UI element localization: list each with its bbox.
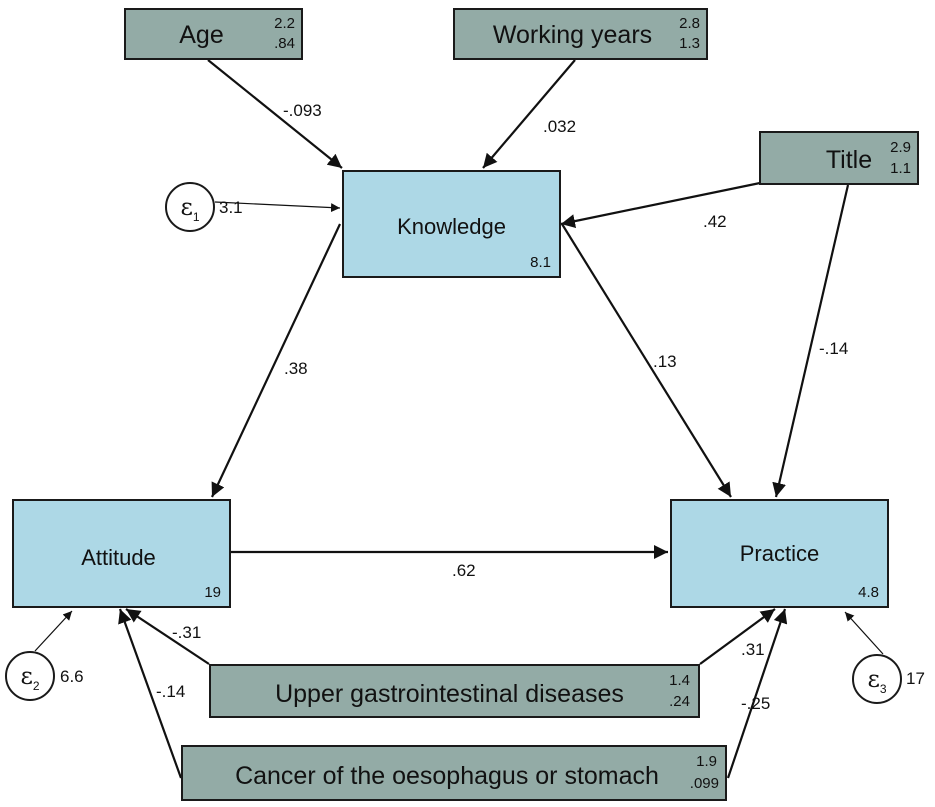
node-working-years-label: Working years — [492, 21, 653, 49]
node-age-mean: 2.2 — [274, 15, 295, 32]
node-working-years-variance: 1.3 — [679, 35, 700, 52]
arrow-upper-practice — [699, 608, 776, 665]
arrow-cancer-attitude — [118, 608, 183, 779]
node-practice: Practice 4.8 — [670, 499, 889, 608]
error-e2-variance: 6.6 — [60, 667, 84, 686]
error-e3-symbol: ε — [867, 665, 880, 693]
arrow-upper-attitude — [125, 608, 210, 665]
node-cancer-mean: 1.9 — [696, 753, 717, 770]
node-upper-gi-mean: 1.4 — [669, 672, 690, 689]
node-knowledge-label: Knowledge — [397, 214, 506, 239]
error-term-e1: ε1 — [165, 182, 215, 232]
node-title-mean: 2.9 — [890, 139, 911, 156]
node-upper-gastrointestinal-diseases: Upper gastrointestinal diseases 1.4 .24 — [209, 664, 700, 718]
error-e3-variance: 17 — [906, 669, 925, 688]
node-title-variance: 1.1 — [890, 160, 911, 177]
node-cancer-variance: .099 — [689, 775, 719, 792]
arrow-knowledge-attitude — [211, 223, 341, 498]
arrow-title-knowledge — [560, 181, 761, 229]
node-attitude: Attitude 19 — [12, 499, 231, 608]
arrow-age-knowledge — [207, 59, 343, 169]
arrow-e1-knowledge — [214, 201, 341, 213]
node-upper-gi-label: Upper gastrointestinal diseases — [275, 680, 624, 708]
arrow-e2-attitude — [34, 610, 73, 652]
node-age-variance: .84 — [274, 35, 295, 52]
arrow-cancer-practice — [726, 608, 788, 779]
node-practice-value: 4.8 — [858, 584, 879, 601]
error-e1-variance: 3.1 — [219, 198, 243, 217]
error-term-e2: ε2 — [5, 651, 55, 701]
node-attitude-value: 19 — [204, 584, 221, 601]
node-knowledge: Knowledge 8.1 — [342, 170, 561, 278]
node-cancer-label: Cancer of the oesophagus or stomach — [235, 762, 659, 790]
node-title-label: Title — [825, 146, 873, 174]
error-e1-symbol: ε — [180, 193, 193, 221]
arrow-working-knowledge — [482, 59, 576, 169]
coef-upper-practice: .31 — [741, 640, 765, 659]
error-e3-index: 3 — [879, 681, 887, 696]
node-working-years-mean: 2.8 — [679, 15, 700, 32]
coef-age-knowledge: -.093 — [283, 101, 322, 120]
error-e2-index: 2 — [32, 678, 40, 693]
node-cancer-oesophagus-stomach: Cancer of the oesophagus or stomach 1.9 … — [181, 745, 727, 801]
arrow-e3-practice — [844, 611, 884, 655]
error-term-e3: ε3 — [852, 654, 902, 704]
error-e2-symbol: ε — [20, 662, 33, 690]
coef-working-knowledge: .032 — [543, 117, 577, 136]
coef-title-practice: -.14 — [819, 339, 849, 358]
coef-cancer-attitude: -.14 — [156, 682, 186, 701]
coef-title-knowledge: .42 — [703, 212, 727, 231]
node-attitude-label: Attitude — [81, 545, 156, 570]
node-title: Title 2.9 1.1 — [759, 131, 919, 185]
arrow-knowledge-practice — [561, 223, 732, 498]
node-upper-gi-variance: .24 — [669, 693, 690, 710]
node-age-label: Age — [179, 21, 224, 49]
error-e1-index: 1 — [192, 209, 200, 224]
arrow-title-practice — [772, 184, 850, 498]
node-working-years: Working years 2.8 1.3 — [453, 8, 708, 60]
coef-knowledge-attitude: .38 — [284, 359, 308, 378]
node-age: Age 2.2 .84 — [124, 8, 303, 60]
coef-upper-attitude: -.31 — [172, 623, 202, 642]
coef-cancer-practice: -.25 — [741, 694, 771, 713]
node-knowledge-value: 8.1 — [530, 254, 551, 271]
node-practice-label: Practice — [739, 541, 820, 566]
coef-attitude-practice: .62 — [452, 561, 476, 580]
coef-knowledge-practice: .13 — [653, 352, 677, 371]
